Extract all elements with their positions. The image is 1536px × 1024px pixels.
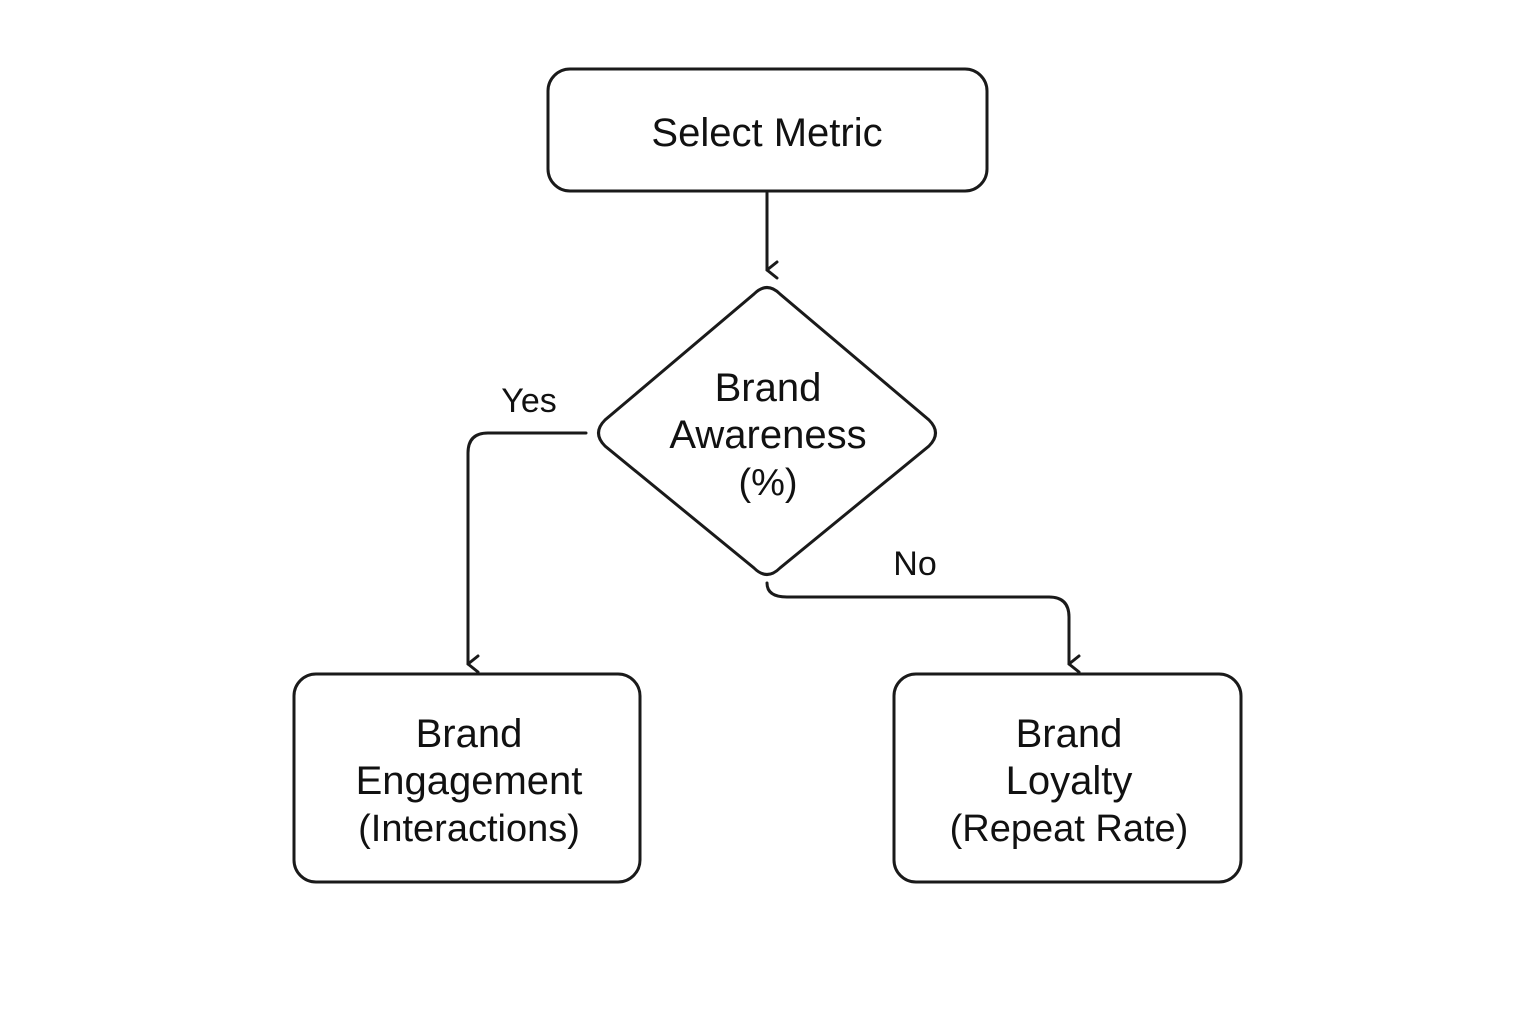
edge-label-no: No: [893, 545, 936, 583]
node-brand-awareness: Brand Awareness (%): [597, 286, 937, 576]
edge-label-yes: Yes: [501, 382, 556, 420]
node-brand-awareness-line3: (%): [738, 462, 797, 504]
connector-yes-branch: [466, 431, 588, 674]
node-brand-loyalty-line3: (Repeat Rate): [950, 808, 1189, 850]
node-brand-engagement: Brand Engagement (Interactions): [292, 672, 642, 884]
node-brand-engagement-box: [292, 672, 642, 884]
node-brand-awareness-line2: Awareness: [669, 413, 866, 457]
node-brand-loyalty-line2: Loyalty: [1006, 759, 1133, 803]
node-select-metric-label: Select Metric: [651, 111, 882, 155]
node-select-metric: Select Metric: [546, 67, 989, 193]
node-select-metric-box: [546, 67, 989, 193]
node-brand-awareness-diamond: [597, 286, 937, 576]
node-brand-loyalty: Brand Loyalty (Repeat Rate): [892, 672, 1243, 884]
node-brand-loyalty-box: [892, 672, 1243, 884]
node-brand-engagement-line2: Engagement: [356, 759, 583, 803]
node-brand-awareness-line1: Brand: [715, 366, 822, 410]
node-brand-engagement-line3: (Interactions): [358, 808, 580, 850]
connector-no-branch: [765, 581, 1081, 674]
node-brand-engagement-line1: Brand: [416, 712, 523, 756]
node-brand-loyalty-line1: Brand: [1016, 712, 1123, 756]
